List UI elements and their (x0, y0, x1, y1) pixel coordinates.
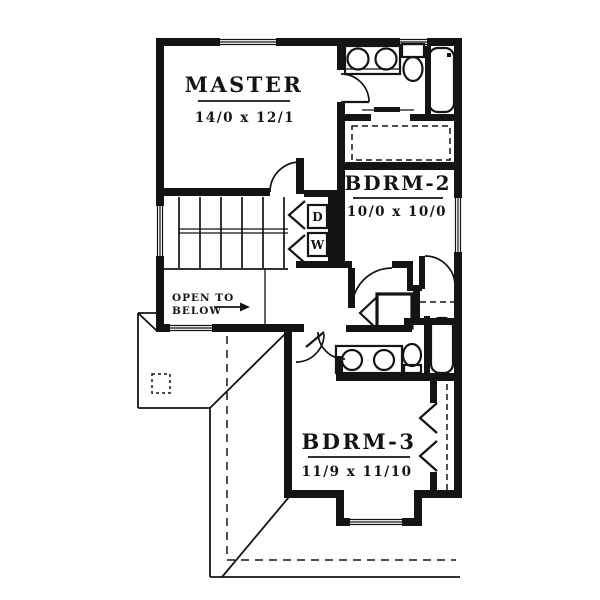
room-label-bdrm3: BDRM-3 (302, 429, 417, 454)
linen-closet (375, 292, 414, 330)
double-vanity (334, 344, 404, 375)
wall-segment (346, 325, 377, 332)
wall-segment (304, 190, 337, 197)
hall-bath-fixtures (334, 316, 455, 375)
bdrm3-door-swing (295, 333, 325, 363)
walkin-closet-shelving (351, 125, 451, 161)
laundry-closet (306, 203, 329, 258)
dryer-unit (306, 203, 329, 230)
wall-segment (407, 261, 413, 291)
open-to-below-label-line1: OPEN TO (172, 292, 234, 304)
toilet-bowl (402, 55, 424, 83)
wall-segment (392, 261, 413, 268)
bdrm2-door-leaf (348, 268, 355, 308)
open-to-below-label-line2: BELOW (172, 305, 222, 317)
sink-basin (340, 348, 364, 372)
double-vanity (343, 44, 402, 76)
window-left-wall (156, 206, 164, 256)
roof-hip-line (209, 330, 289, 409)
room-dims-master: 14/0 x 12/1 (195, 110, 295, 126)
wall-segment (430, 472, 437, 497)
wall-segment (413, 285, 420, 318)
sink-basin (346, 47, 370, 71)
wall-segment (424, 316, 430, 374)
wall-segment (336, 490, 344, 526)
window-bay (350, 518, 402, 526)
master-bath-fixtures (343, 42, 456, 114)
roof-outline (137, 312, 460, 578)
wall-segment (337, 102, 345, 268)
wall-segment (337, 46, 345, 70)
wall-segment (410, 114, 462, 121)
bath2-door-swing (317, 331, 346, 360)
wall-segment (286, 325, 296, 332)
wall-segment (336, 356, 343, 380)
bdrm2-closet-door-leaf (419, 256, 425, 289)
staircase (162, 197, 288, 324)
washer-bifold-door (287, 234, 306, 264)
bdrm2-door-swing (351, 267, 393, 309)
room-dims-bdrm3: 11/9 x 11/10 (301, 464, 412, 480)
wall-segment (284, 332, 292, 498)
roof-hip-line (221, 496, 290, 578)
fixtures (306, 42, 456, 492)
tub-drain (447, 53, 451, 57)
toilet-bowl (401, 342, 423, 368)
sink-basin (374, 47, 398, 71)
wall-segment (454, 38, 462, 498)
dryer-bifold-door (287, 200, 306, 230)
toilet-base (402, 363, 423, 375)
dryer-label: D (312, 210, 322, 224)
doors (269, 73, 456, 472)
wall-segment (156, 38, 164, 332)
window-master-top (220, 38, 276, 46)
room-label-master: MASTER (185, 72, 304, 97)
closet-pocket-door (374, 107, 400, 112)
wall-segment (156, 188, 270, 196)
open-below-arrowhead (240, 302, 250, 312)
wall-segment (156, 38, 462, 46)
linen-bifold-door (358, 296, 378, 330)
window-stair-bottom (170, 324, 212, 332)
windows (156, 38, 462, 526)
bdrm3-closet-bifold-door (418, 402, 438, 434)
master-door-leaf (296, 158, 304, 194)
room-label-bdrm2: BDRM-2 (344, 171, 451, 195)
bdrm3-closet-bifold-door (418, 440, 438, 472)
wall-segment (284, 490, 344, 498)
wall-segment (296, 261, 352, 268)
bdrm2-closet-door-swing (424, 255, 456, 287)
roof-hip-line (137, 312, 158, 332)
wall-segment (337, 162, 462, 170)
wall-segment (345, 114, 371, 121)
master-door-swing (269, 161, 301, 193)
bdrm3-door-leaf (305, 331, 325, 348)
sink-basin (372, 348, 396, 372)
chimney (151, 373, 171, 394)
washer-label: W (310, 238, 325, 252)
wall-segment (156, 324, 304, 332)
wall-segment (430, 381, 437, 403)
washer-unit (306, 231, 329, 258)
bathtub (429, 316, 455, 375)
wall-segment (336, 373, 462, 381)
wall-segment (414, 490, 422, 526)
masterbath-door-swing (340, 73, 370, 103)
room-dims-bdrm2: 10/0 x 10/0 (347, 204, 447, 220)
window-bdrm2-right (454, 198, 462, 252)
labels: MASTER 14/0 x 12/1 BDRM-2 10/0 x 10/0 BD… (172, 72, 451, 480)
wall-segment (414, 490, 462, 498)
wall-segment (328, 197, 337, 268)
bathtub (427, 46, 456, 114)
